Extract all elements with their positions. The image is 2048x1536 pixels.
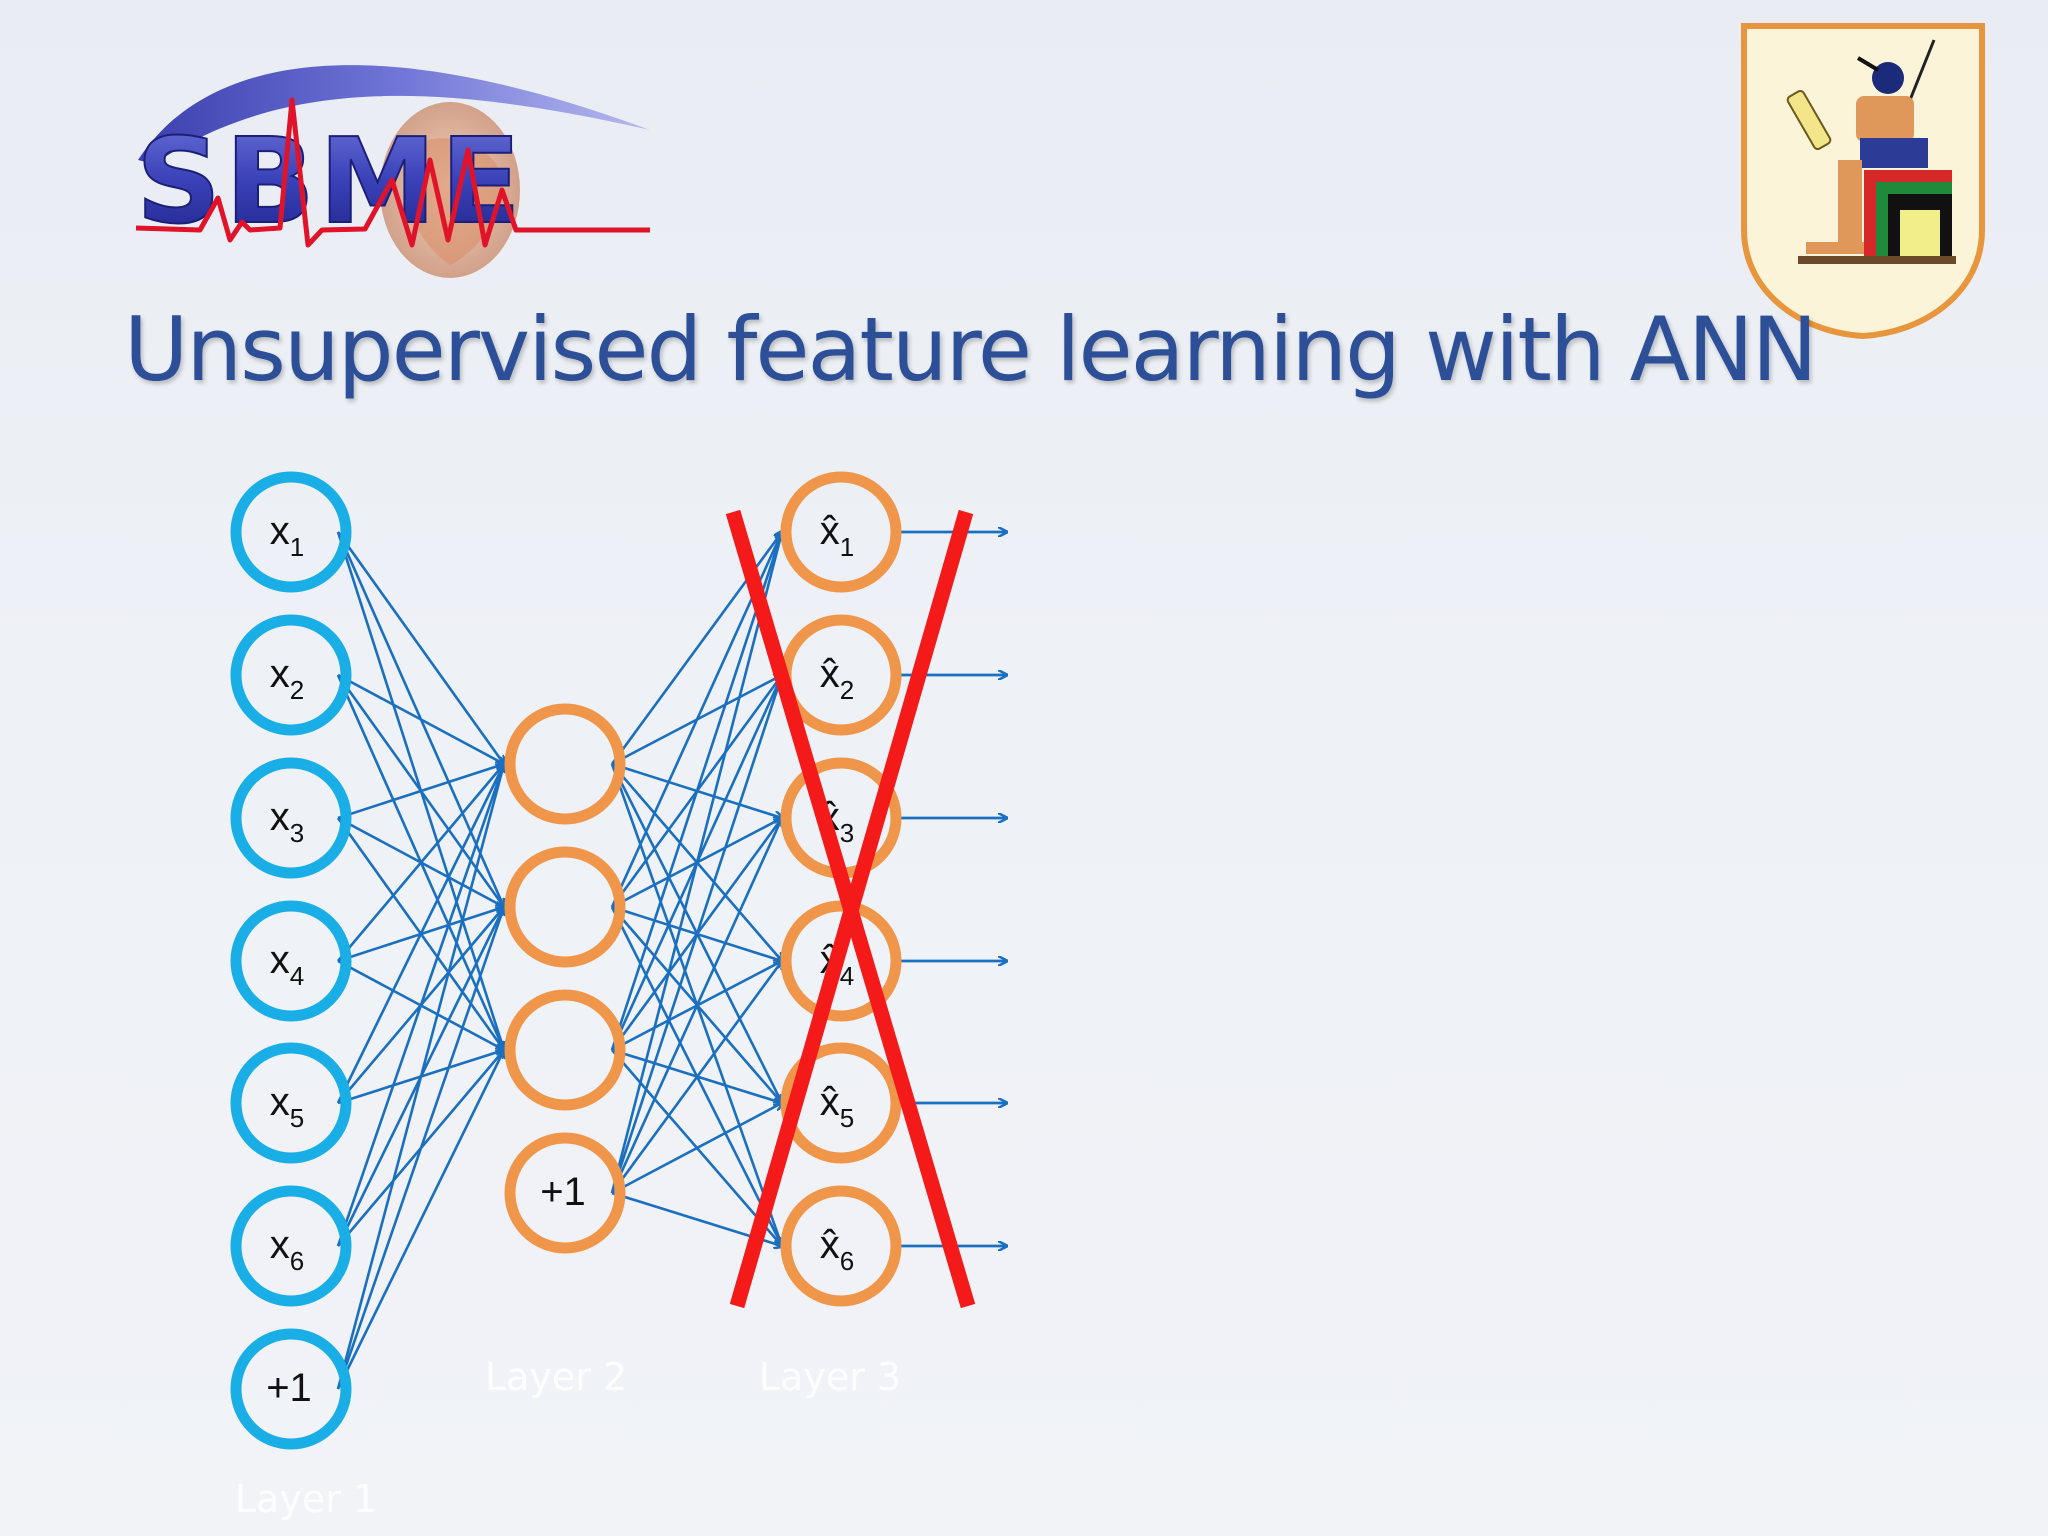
output-node-2-label-main: x̂ xyxy=(820,652,840,696)
input-node-1-label-main: x xyxy=(270,509,290,553)
input-node-7: +1 xyxy=(230,1328,352,1450)
edge-input-5-to-hidden-1 xyxy=(336,764,504,1104)
input-node-2-circle xyxy=(230,614,352,736)
input-node-3-label-subscript: 3 xyxy=(290,818,304,848)
input-node-4-label-subscript: 4 xyxy=(290,961,304,991)
input-node-5: x5 xyxy=(230,1042,352,1164)
edge-input-7-to-hidden-1 xyxy=(336,764,504,1390)
input-node-3-label-main: x xyxy=(270,795,290,839)
input-node-6-circle xyxy=(230,1185,352,1307)
input-node-6-label: x6 xyxy=(270,1223,304,1276)
hidden-node-1 xyxy=(504,703,626,825)
input-node-1-label: x1 xyxy=(270,509,304,562)
edge-input-1-to-hidden-1 xyxy=(336,531,504,764)
cross-stroke-2 xyxy=(729,509,974,1309)
edge-input-2-to-hidden-1 xyxy=(337,673,504,764)
edge-input-6-to-hidden-1 xyxy=(336,764,504,1247)
edge-input-7-to-hidden-3 xyxy=(336,1050,504,1390)
output-node-2: x̂2 xyxy=(780,614,902,736)
output-node-5-circle xyxy=(780,1042,902,1164)
university-crest xyxy=(1741,23,1985,340)
input-node-3-label: x3 xyxy=(270,795,304,848)
input-node-6-label-main: x xyxy=(270,1223,290,1267)
input-node-2-label-main: x xyxy=(270,652,290,696)
layer-label-3: Layer 3 xyxy=(759,1355,901,1399)
edge-hidden-4-to-output-1 xyxy=(610,532,782,1194)
hidden-node-2 xyxy=(504,846,626,968)
hidden-node-3 xyxy=(504,989,626,1111)
output-node-3-label-subscript: 3 xyxy=(840,818,854,848)
hidden-node-4-label: +1 xyxy=(540,1170,586,1214)
output-node-6-label: x̂6 xyxy=(820,1223,854,1276)
hidden-node-3-circle xyxy=(504,989,626,1111)
input-node-4-circle xyxy=(230,900,352,1022)
input-node-1-label-subscript: 1 xyxy=(290,532,304,562)
input-node-5-label-subscript: 5 xyxy=(290,1103,304,1133)
layer-labels: Layer 1 Layer 2 Layer 3 xyxy=(235,1355,901,1521)
input-node-1: x1 xyxy=(230,471,352,593)
edge-hidden-4-to-output-4 xyxy=(610,961,782,1194)
edge-hidden-4-to-output-2 xyxy=(610,675,782,1194)
connections xyxy=(336,531,1006,1390)
cross-out-mark xyxy=(725,509,976,1309)
output-node-5: x̂5 xyxy=(780,1042,902,1164)
output-node-6: x̂6 xyxy=(780,1185,902,1307)
output-node-1-label: x̂1 xyxy=(820,509,854,562)
input-node-5-label-main: x xyxy=(270,1080,290,1124)
edge-input-3-to-hidden-1 xyxy=(337,764,504,820)
hidden-node-2-circle xyxy=(504,846,626,968)
output-node-1-label-main: x̂ xyxy=(820,509,840,553)
output-node-1: x̂1 xyxy=(780,471,902,593)
output-node-6-label-main: x̂ xyxy=(820,1223,840,1267)
edge-hidden-4-to-output-5 xyxy=(611,1103,782,1195)
input-node-4: x4 xyxy=(230,900,352,1022)
input-node-6: x6 xyxy=(230,1185,352,1307)
input-node-5-circle xyxy=(230,1042,352,1164)
input-node-4-label-main: x xyxy=(270,938,290,982)
edge-hidden-4-to-output-3 xyxy=(610,818,782,1194)
input-node-6-label-subscript: 6 xyxy=(290,1246,304,1276)
input-node-2-label-subscript: 2 xyxy=(290,675,304,705)
hidden-node-4-circle xyxy=(504,1132,626,1254)
output-node-4-label-subscript: 4 xyxy=(840,961,854,991)
edge-input-7-to-hidden-2 xyxy=(336,907,504,1390)
sbme-logo: SBME xyxy=(135,65,650,278)
edge-hidden-3-to-output-1 xyxy=(610,532,782,1051)
output-node-4-circle xyxy=(780,900,902,1022)
input-node-3-circle xyxy=(230,757,352,879)
layer-label-2: Layer 2 xyxy=(485,1355,627,1399)
output-node-6-circle xyxy=(780,1185,902,1307)
output-node-5-label-main: x̂ xyxy=(820,1080,840,1124)
output-node-2-label: x̂2 xyxy=(820,652,854,705)
output-node-6-label-subscript: 6 xyxy=(840,1246,854,1276)
input-node-2: x2 xyxy=(230,614,352,736)
input-node-5-label: x5 xyxy=(270,1080,304,1133)
hidden-node-4-label-main: +1 xyxy=(540,1170,586,1214)
layer-label-1: Layer 1 xyxy=(235,1477,377,1521)
output-node-5-label-subscript: 5 xyxy=(840,1103,854,1133)
hidden-node-1-circle xyxy=(504,703,626,825)
output-node-1-label-subscript: 1 xyxy=(840,532,854,562)
output-node-2-label-subscript: 2 xyxy=(840,675,854,705)
slide-title: Unsupervised feature learning with ANN xyxy=(124,298,1818,401)
input-node-2-label: x2 xyxy=(270,652,304,705)
input-node-7-label-main: +1 xyxy=(266,1366,312,1410)
input-node-7-label: +1 xyxy=(266,1366,312,1410)
input-node-3: x3 xyxy=(230,757,352,879)
input-node-4-label: x4 xyxy=(270,938,304,991)
hidden-node-4: +1 xyxy=(504,1132,626,1254)
edge-input-4-to-hidden-1 xyxy=(337,764,504,962)
output-node-5-label: x̂5 xyxy=(820,1080,854,1133)
input-node-1-circle xyxy=(230,471,352,593)
input-node-7-circle xyxy=(230,1328,352,1450)
output-node-1-circle xyxy=(780,471,902,593)
